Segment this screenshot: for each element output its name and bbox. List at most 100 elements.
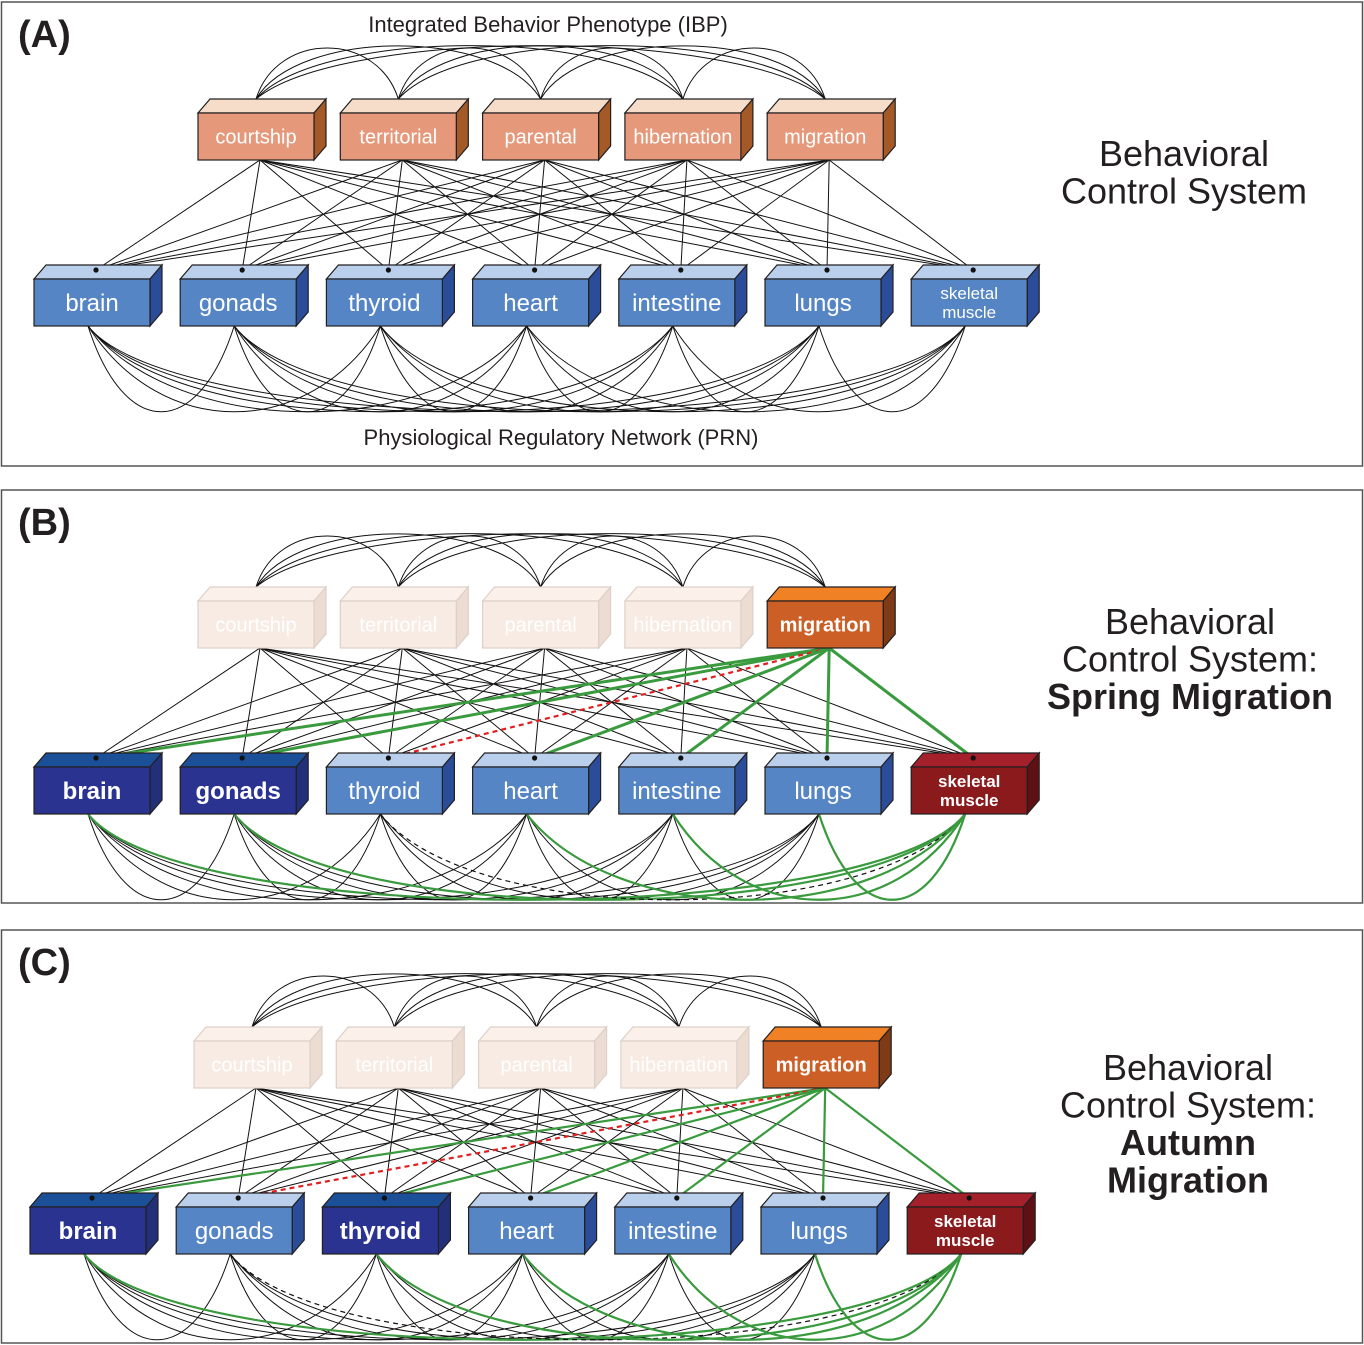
- ibp-link: [251, 975, 395, 1028]
- behavior-organ-links: [91, 1086, 970, 1200]
- behavior-box-territorial[interactable]: territorial: [338, 585, 470, 650]
- behavior-box-hibernation[interactable]: hibernation: [623, 97, 755, 162]
- organ-box-heart[interactable]: heart: [471, 263, 602, 328]
- organ-box-lungs[interactable]: lungs: [763, 263, 895, 328]
- behavior-link: [95, 647, 687, 759]
- side-title: Behavioral: [1103, 1047, 1273, 1088]
- behavior-link: [544, 647, 974, 759]
- side-title: Control System:: [1060, 1085, 1316, 1126]
- prn-link: [229, 1253, 377, 1341]
- organ-box-thyroid[interactable]: thyroid: [321, 1191, 452, 1256]
- side-title: Behavioral: [1105, 601, 1275, 642]
- behavior-link: [402, 647, 828, 759]
- behavior-box-courtship[interactable]: courtship: [196, 97, 328, 162]
- box-label: heart: [499, 1218, 554, 1245]
- box-label: heart: [503, 778, 558, 805]
- behavior-box-migration[interactable]: migration: [761, 1025, 893, 1090]
- organ-box-thyroid[interactable]: thyroid: [325, 751, 456, 816]
- box-front-face: [33, 766, 151, 815]
- box-label: brain: [59, 1218, 118, 1245]
- box-label: thyroid: [348, 290, 420, 317]
- behavior-link: [91, 1087, 257, 1199]
- side-title: Control System:: [1062, 639, 1318, 680]
- ibp-link: [393, 975, 538, 1028]
- organ-box-brain[interactable]: brain: [28, 1191, 160, 1256]
- behavior-box-territorial[interactable]: territorial: [338, 97, 470, 162]
- organ-box-heart[interactable]: heart: [467, 1191, 598, 1256]
- box-front-face: [325, 278, 443, 327]
- behavior-box-hibernation[interactable]: hibernation: [619, 1025, 751, 1090]
- box-front-face: [766, 600, 884, 649]
- organ-box-brain[interactable]: brain: [32, 751, 164, 816]
- behavior-link: [402, 159, 828, 271]
- behavior-box-parental[interactable]: parental: [481, 97, 612, 162]
- box-front-face: [906, 1206, 1024, 1255]
- organ-box-intestine[interactable]: intestine: [617, 263, 749, 328]
- box-front-face: [764, 278, 882, 327]
- organ-box-gonads[interactable]: gonads: [174, 1191, 306, 1256]
- organ-box-heart[interactable]: heart: [471, 751, 602, 816]
- organ-box-gonads[interactable]: gonads: [178, 751, 310, 816]
- ibp-arcs: [255, 533, 826, 588]
- active-prn-link: [375, 1253, 963, 1341]
- behavior-link: [259, 159, 828, 271]
- organ-box-lungs[interactable]: lungs: [759, 1191, 891, 1256]
- organ-box-lungs[interactable]: lungs: [763, 751, 895, 816]
- box-top-face: [471, 752, 602, 768]
- behavior-box-migration[interactable]: migration: [765, 585, 897, 650]
- box-front-face: [614, 1206, 732, 1255]
- link-node: [820, 1195, 826, 1201]
- behavior-link: [544, 647, 682, 759]
- ibp-link: [682, 47, 826, 100]
- link-node: [824, 267, 830, 273]
- behavior-link: [255, 1087, 824, 1199]
- organ-box-intestine[interactable]: intestine: [613, 1191, 745, 1256]
- ibp-link: [397, 45, 826, 100]
- box-top-face: [334, 1026, 466, 1042]
- behavior-link: [398, 1087, 824, 1199]
- box-label: thyroid: [348, 778, 420, 805]
- box-front-face: [624, 112, 742, 161]
- active-behavior-link: [821, 1087, 827, 1199]
- behavior-link: [255, 1087, 385, 1199]
- box-top-face: [623, 98, 755, 114]
- behavior-box-territorial[interactable]: territorial: [334, 1025, 466, 1090]
- behavior-link: [826, 159, 830, 271]
- box-top-face: [321, 1192, 452, 1208]
- box-top-face: [477, 1026, 608, 1042]
- behavior-box-parental[interactable]: parental: [481, 585, 612, 650]
- active-behavior-link: [91, 1086, 826, 1200]
- behavior-box-courtship[interactable]: courtship: [196, 585, 328, 650]
- active-behavior-link: [679, 646, 831, 760]
- box-label: courtship: [211, 1055, 292, 1077]
- behavior-box-parental[interactable]: parental: [477, 1025, 608, 1090]
- behavior-link: [534, 159, 830, 271]
- behavior-box-courtship[interactable]: courtship: [192, 1025, 324, 1090]
- box-top-face: [617, 264, 749, 280]
- organ-box-intestine[interactable]: intestine: [617, 751, 749, 816]
- active-behavior-link: [676, 1087, 826, 1199]
- behavior-box-hibernation[interactable]: hibernation: [623, 585, 755, 650]
- prn-link: [672, 325, 966, 413]
- ibp-link: [397, 533, 684, 588]
- behavior-link: [242, 159, 830, 271]
- active-behavior-link: [824, 1087, 970, 1199]
- box-label: lungs: [794, 778, 851, 805]
- box-top-face: [196, 98, 328, 114]
- behavior-box-migration[interactable]: migration: [765, 97, 897, 162]
- box-label: lungs: [794, 290, 851, 317]
- ibp-link: [682, 535, 826, 588]
- side-title-emphasis: Migration: [1107, 1160, 1269, 1201]
- organ-box-thyroid[interactable]: thyroid: [325, 263, 456, 328]
- box-front-face: [325, 766, 443, 815]
- organ-box-brain[interactable]: brain: [32, 263, 164, 328]
- box-label: muscle: [936, 1231, 995, 1250]
- link-node: [239, 755, 245, 761]
- organ-box-gonads[interactable]: gonads: [178, 263, 310, 328]
- box-top-face: [909, 264, 1041, 280]
- box-top-face: [338, 98, 470, 114]
